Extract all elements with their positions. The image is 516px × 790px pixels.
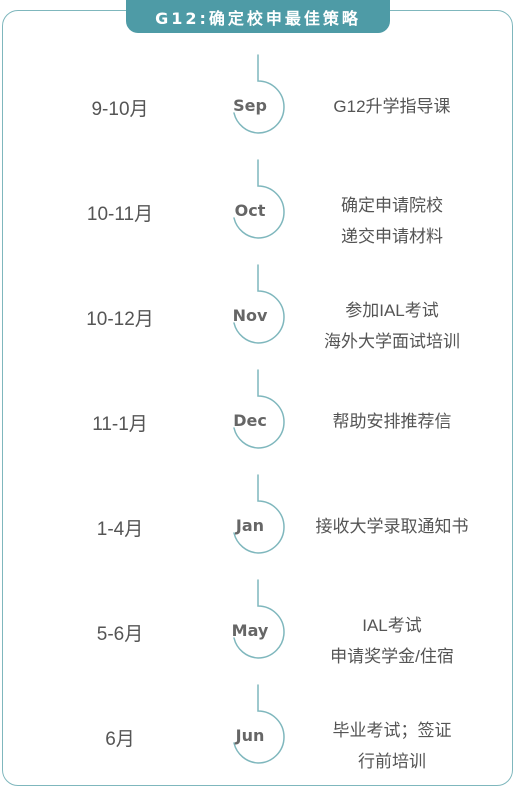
event-line: 毕业考试；签证 [332,721,452,740]
timeline-path [233,54,285,764]
page-title: G12:确定校申最佳策略 [126,0,390,33]
period-label: 6月 [105,729,135,750]
period-label: 5-6月 [96,624,144,645]
event-text: 确定申请院校 递交申请材料 [292,190,492,252]
month-label: Oct [234,201,266,220]
month-label: Jun [235,726,265,745]
month-label: May [231,621,269,640]
period-label: 10-12月 [86,309,154,330]
event-line: 递交申请材料 [341,227,443,246]
event-line: 帮助安排推荐信 [332,412,452,431]
event-line: 行前培训 [358,752,426,771]
month-label: Dec [233,411,267,430]
event-line: 确定申请院校 [341,196,443,215]
period-label: 10-11月 [86,204,154,225]
event-line: 申请奖学金/住宿 [330,647,454,666]
event-text: G12升学指导课 [292,91,492,122]
event-text: 毕业考试；签证 行前培训 [292,715,492,777]
period-label: 11-1月 [92,414,148,435]
event-line: IAL考试 [362,616,422,635]
event-line: 接收大学录取通知书 [315,517,469,536]
period-label: 9-10月 [91,99,149,120]
event-text: 参加IAL考试 海外大学面试培训 [292,295,492,357]
month-label: Jan [235,516,265,535]
event-line: 海外大学面试培训 [324,332,460,351]
event-line: 参加IAL考试 [345,301,439,320]
event-line: G12升学指导课 [333,97,451,116]
month-label: Nov [232,306,268,325]
month-label: Sep [233,96,267,115]
event-text: 帮助安排推荐信 [292,406,492,437]
event-text: 接收大学录取通知书 [292,511,492,542]
period-label: 1-4月 [96,519,144,540]
event-text: IAL考试 申请奖学金/住宿 [292,610,492,672]
